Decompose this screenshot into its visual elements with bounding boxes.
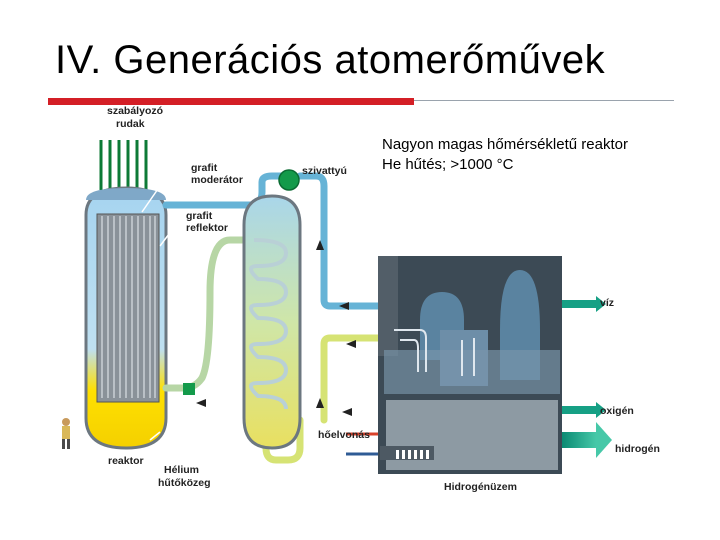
label-helium-coolant-2: hűtőközeg (158, 477, 211, 489)
caption-line-1: Nagyon magas hőmérsékletű reaktor (382, 136, 628, 153)
label-hydrogen-plant: Hidrogénüzem (444, 481, 517, 493)
reactor-caption: Nagyon magas hőmérsékletű reaktor He hűt… (382, 135, 628, 175)
label-heat-removal: hőelvonás (318, 429, 370, 441)
page-title: IV. Generációs atomerőművek (55, 38, 606, 82)
label-helium-coolant-1: Hélium (164, 464, 199, 476)
label-oxygen: oxigén (600, 405, 634, 417)
pump (278, 169, 300, 191)
label-graphite-moderator-1: grafit (191, 162, 218, 174)
output-arrows (562, 296, 612, 458)
hydrogen-plant (378, 256, 562, 474)
title-underline-grey (414, 100, 674, 101)
label-reactor: reaktor (108, 455, 144, 467)
leader-lines (141, 185, 185, 441)
caption-line-2: He hűtés; >1000 °C (382, 156, 514, 173)
label-graphite-reflector-2: reflektor (186, 222, 228, 234)
label-water: víz (600, 297, 614, 309)
label-graphite-moderator-2: moderátor (191, 174, 243, 186)
reactor-vessel (84, 186, 168, 450)
label-graphite-reflector-1: grafit (186, 210, 213, 222)
heat-exchanger (242, 194, 302, 450)
label-hydrogen: hidrogén (615, 443, 660, 455)
person-icon (62, 418, 70, 449)
control-rods (99, 140, 148, 190)
flow-arrows (196, 240, 356, 416)
label-pump: szivattyú (302, 165, 347, 177)
title-underline-red (48, 98, 414, 105)
label-control-rods-1: szabályozó (107, 105, 163, 117)
heat-transfer-lines (346, 432, 378, 456)
flow-valve (183, 383, 195, 395)
label-control-rods-2: rudak (116, 118, 145, 130)
